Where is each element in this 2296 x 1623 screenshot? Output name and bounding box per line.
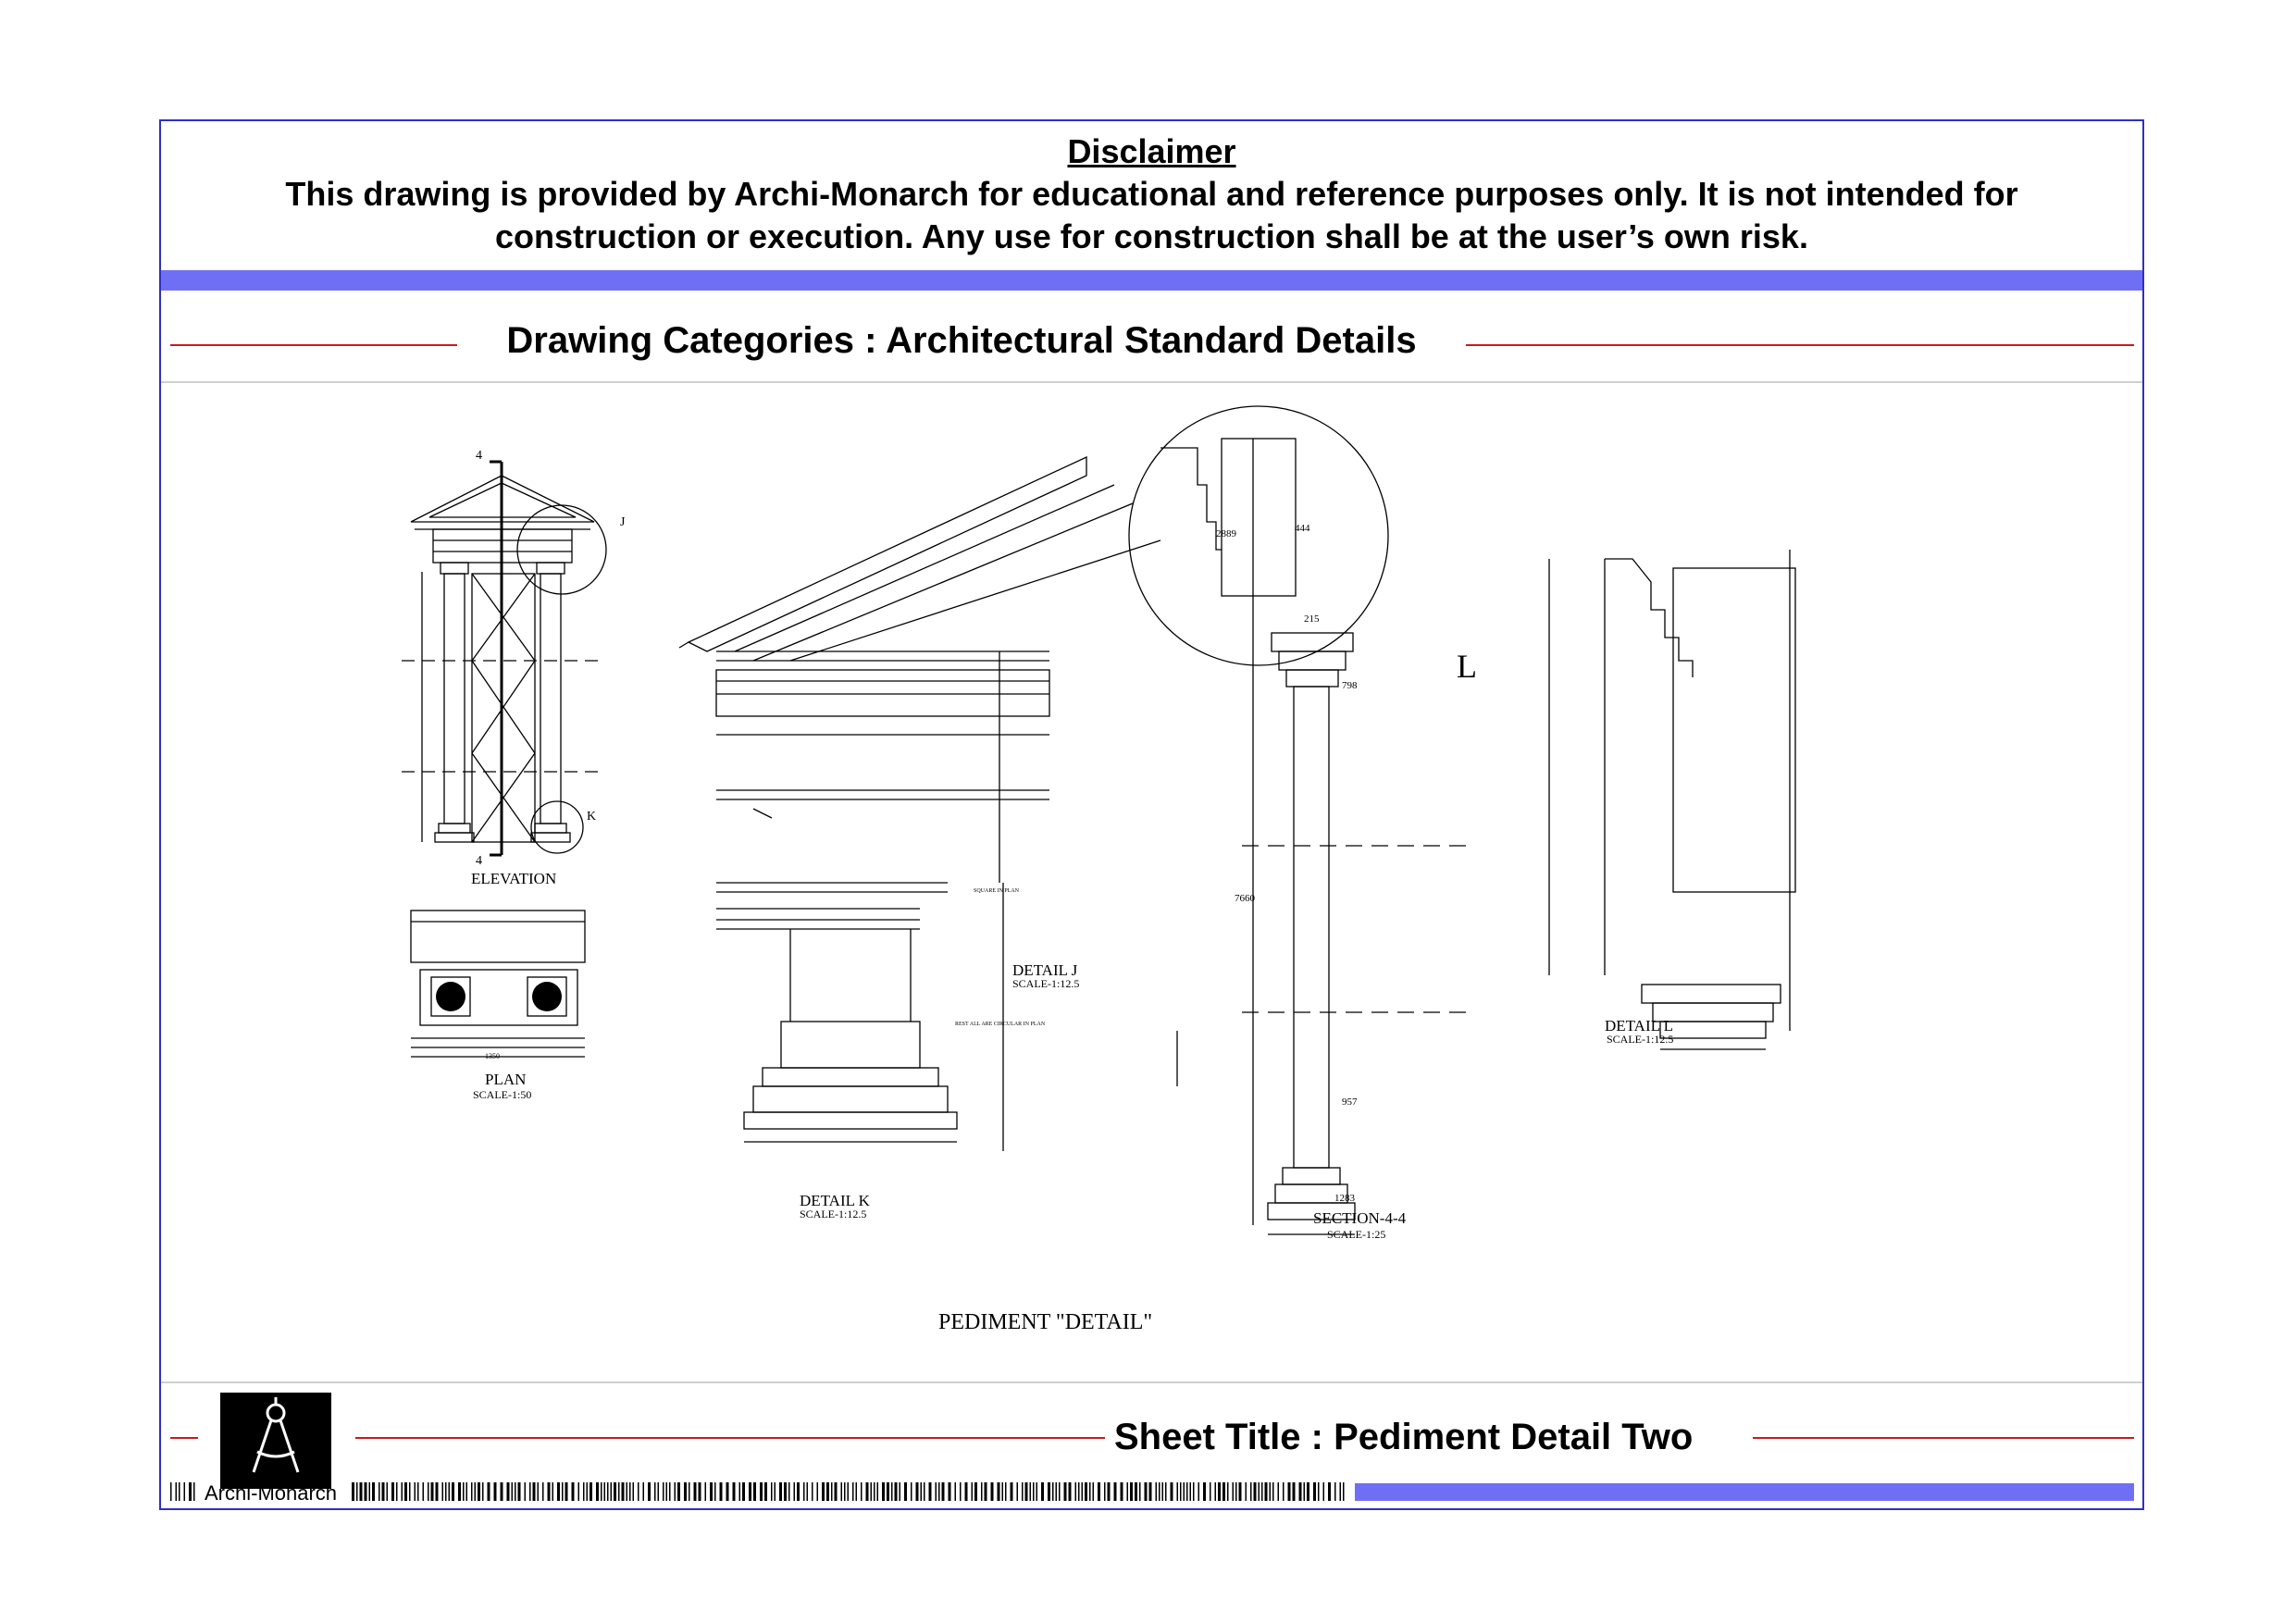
detail-j-label: DETAIL J [1012, 961, 1078, 979]
category-divider [161, 381, 2142, 383]
dim-444: 444 [1295, 523, 1310, 534]
note-square-plan: SQUARE IN PLAN [974, 888, 1020, 894]
section-mark-bottom: 4 [476, 854, 482, 868]
dim-7660: 7660 [1235, 893, 1256, 904]
pediment-detail-title: PEDIMENT "DETAIL" [938, 1310, 1152, 1334]
footer-band [1355, 1483, 2134, 1501]
dim-957: 957 [1342, 1096, 1358, 1108]
dim-1283: 1283 [1334, 1193, 1356, 1204]
callout-j: J [620, 515, 626, 529]
detail-k-scale: SCALE-1:12.5 [800, 1208, 866, 1220]
plan-label: PLAN [485, 1071, 526, 1088]
category-rule-left [170, 344, 457, 346]
footer-divider [161, 1381, 2142, 1383]
category-title: Drawing Categories : Architectural Stand… [506, 320, 1417, 361]
category-row: Drawing Categories : Architectural Stand… [161, 305, 2142, 383]
detail-j-scale: SCALE-1:12.5 [1012, 977, 1079, 990]
dim-798: 798 [1342, 680, 1358, 691]
section-view [1128, 405, 1466, 1235]
note-rest-circular: REST ALL ARE CIRCULAR IN PLAN [955, 1022, 1046, 1027]
plan-view [410, 910, 586, 1058]
footer-rule-a [170, 1437, 198, 1439]
callout-l: L [1457, 648, 1477, 685]
section-mark-top: 4 [476, 449, 482, 463]
detail-k-label: DETAIL K [800, 1192, 871, 1209]
detail-j-view [678, 455, 1161, 1151]
detail-l-label: DETAIL L [1605, 1017, 1673, 1035]
elevation-label: ELEVATION [471, 870, 556, 887]
drawing-area: ELEVATION PLAN SCALE-1:50 DETAIL J SCALE… [161, 383, 2142, 1380]
sheet-title: Sheet Title : Pediment Detail Two [1114, 1417, 1694, 1457]
callout-k: K [587, 810, 596, 824]
compass-icon [252, 1397, 300, 1473]
footer-rule-b [355, 1437, 1105, 1439]
disclaimer-block: Disclaimer This drawing is provided by A… [161, 121, 2142, 269]
pediment-drawing: ELEVATION PLAN SCALE-1:50 DETAIL J SCALE… [402, 405, 1796, 1334]
footer-barcode [170, 1482, 1345, 1501]
elevation-view [402, 460, 607, 857]
section-label: SECTION-4-4 [1313, 1209, 1407, 1227]
sheet-border [159, 119, 2144, 1510]
dim-2889: 2889 [1216, 528, 1237, 539]
disclaimer-text: This drawing is provided by Archi-Monarc… [285, 175, 2018, 255]
footer-rule-c [1753, 1437, 2134, 1439]
dim-215: 215 [1304, 613, 1320, 625]
section-scale: SCALE-1:25 [1327, 1228, 1385, 1241]
disclaimer-title: Disclaimer [1067, 132, 1236, 170]
category-rule-right [1466, 344, 2134, 346]
detail-k-view [743, 1021, 958, 1143]
header-band [161, 270, 2142, 291]
dim-1350: 1350 [485, 1052, 500, 1060]
detail-l-view [1548, 550, 1796, 1050]
detail-l-scale: SCALE-1:12.5 [1607, 1033, 1673, 1046]
plan-column-left [436, 982, 465, 1011]
brand-label: Archi-Monarch [205, 1481, 338, 1505]
plan-column-right [532, 982, 562, 1011]
plan-scale: SCALE-1:50 [473, 1088, 531, 1101]
footer: Archi-Monarch Sheet Title : Pediment Det… [161, 1383, 2142, 1508]
archi-monarch-logo [220, 1393, 331, 1489]
